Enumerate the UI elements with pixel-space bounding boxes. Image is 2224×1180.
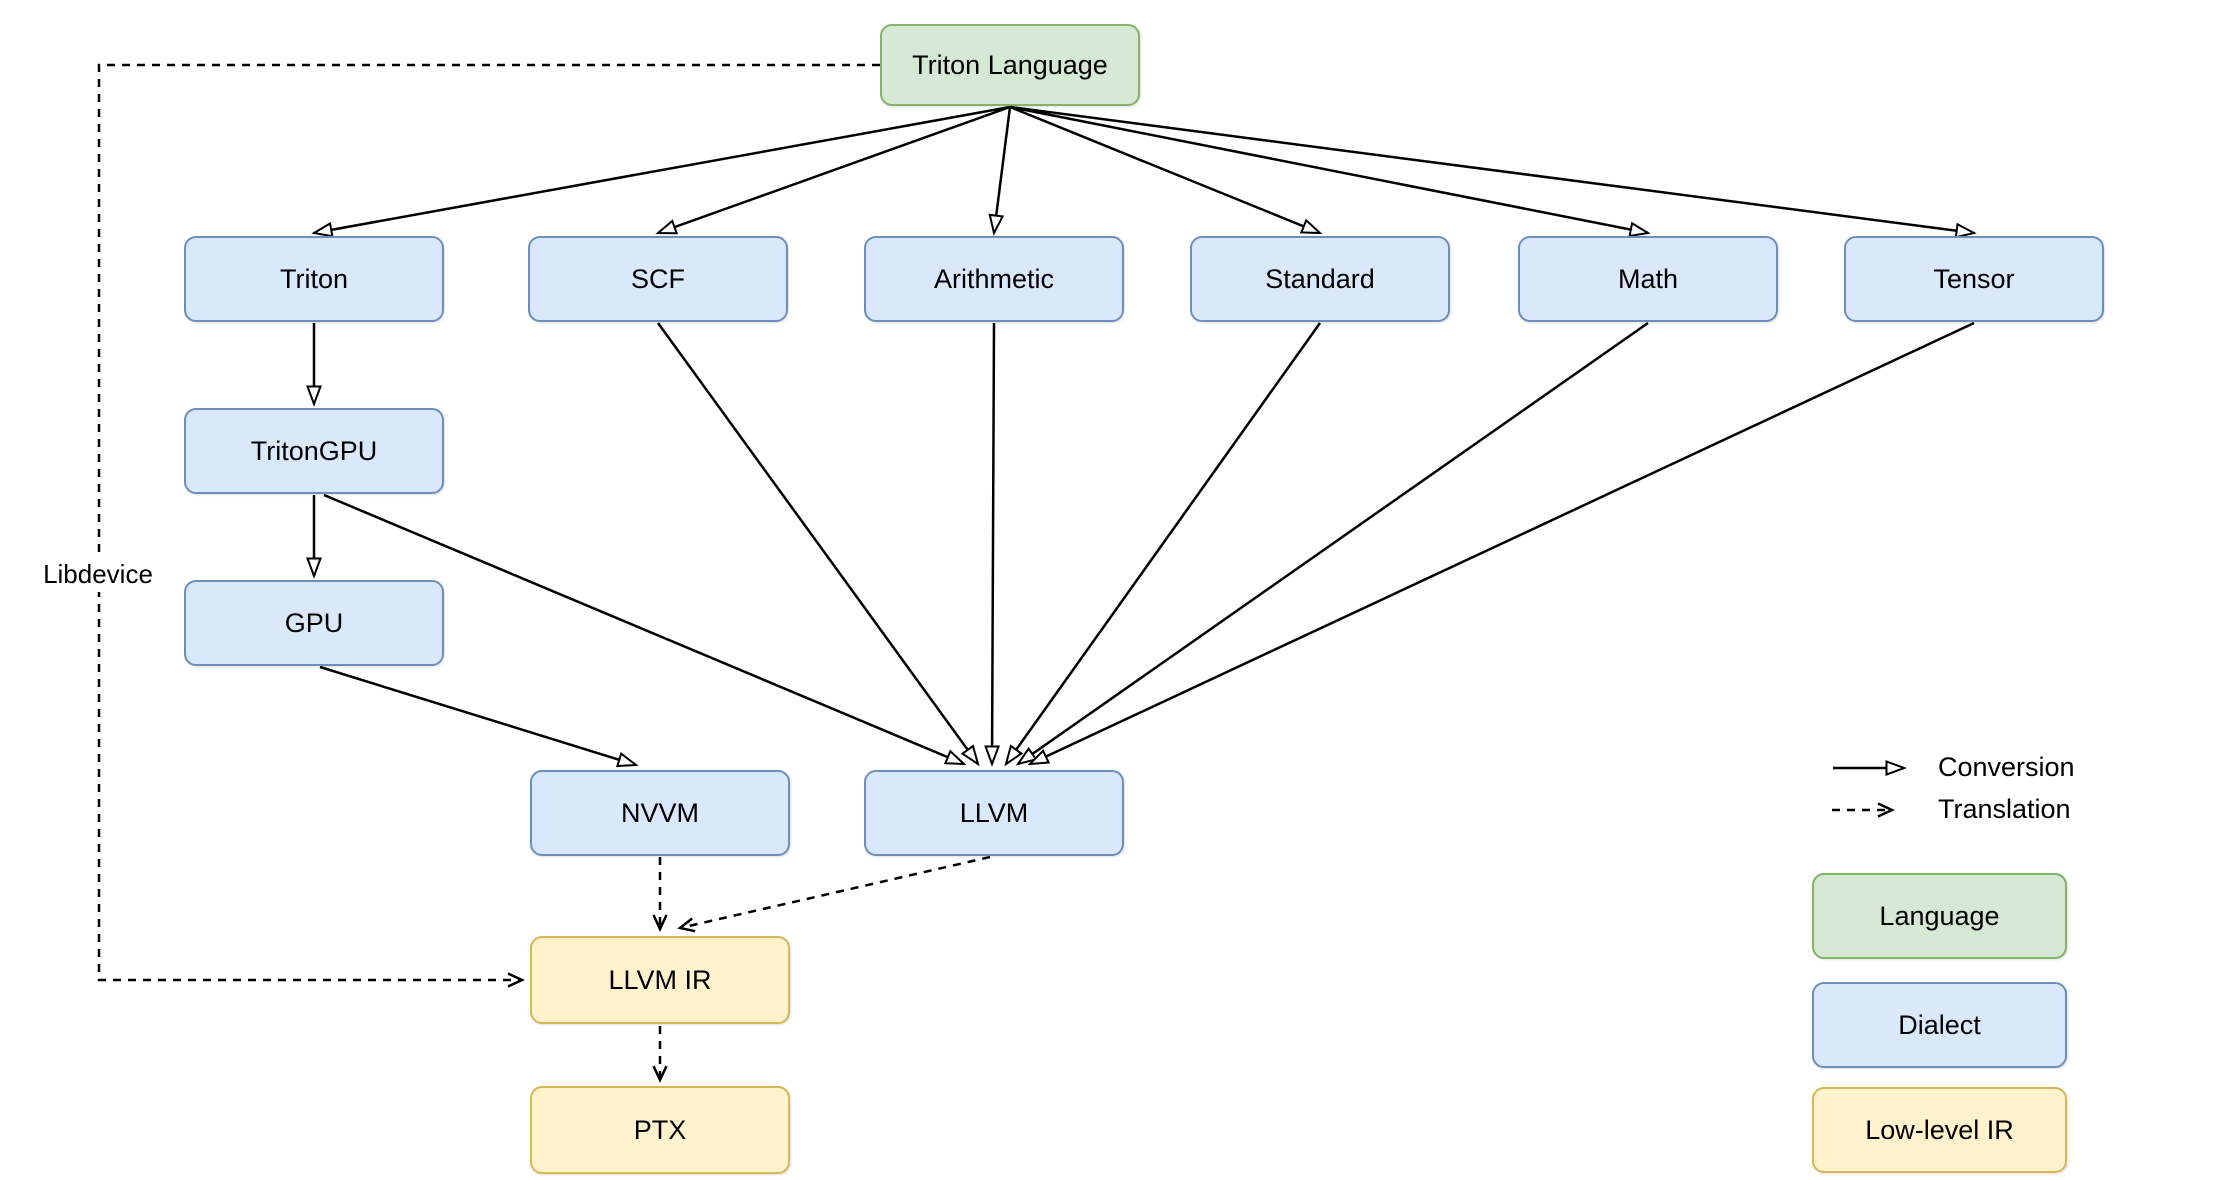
legend-conversion-label: Conversion [1938,752,2075,782]
edge-tritongpu-to-llvm [323,493,967,766]
legend-translation-label: Translation [1938,794,2071,824]
node-tritongpu: TritonGPU [184,408,444,494]
node-llvm: LLVM [864,770,1124,856]
node-label: SCF [631,263,685,294]
node-label: Tensor [1933,263,2015,294]
edge-tritonlanguage-to-arithmetic [988,106,1012,236]
node-label: PTX [633,1114,687,1145]
node-gpu: GPU [184,580,444,666]
edge-tritonlanguage-to-scf [655,105,1011,235]
legend-item-label: Dialect [1898,1009,1981,1040]
edge-scf-to-llvm [656,322,980,767]
edge-llvm-to-llvmir [677,855,991,933]
node-scf: SCF [528,236,788,322]
node-label: NVVM [620,797,699,828]
edge-tritonlanguage-to-math [1009,105,1651,238]
legend-item-label: Low-level IR [1865,1114,2014,1145]
node-label: Standard [1265,263,1375,294]
node-standard: Standard [1190,236,1450,322]
node-triton-language: Triton Language [880,24,1140,106]
edge-tritonlanguage-to-standard [1009,105,1323,235]
libdevice-edge-label: Libdevice [28,557,168,592]
legend-item-low-level-ir: Low-level IR [1812,1087,2067,1173]
node-arithmetic: Arithmetic [864,236,1124,322]
node-nvvm: NVVM [530,770,790,856]
edge-arithmetic-to-llvm [984,322,1001,767]
node-label: LLVM [959,797,1029,828]
edge-standard-to-llvm [1004,322,1322,767]
legend-item-language: Language [1812,873,2067,959]
edge-tritonlanguage-to-tensor [1009,105,1977,239]
node-label: Arithmetic [933,263,1055,294]
legend-item-dialect: Dialect [1812,982,2067,1068]
edge-tritonlanguage-to-llvmir-libdevice [97,63,880,988]
node-llvm-ir: LLVM IR [530,936,790,1024]
node-label: Triton Language [912,49,1108,80]
node-math: Math [1518,236,1778,322]
edge-tritonlanguage-to-triton [311,105,1011,238]
edge-math-to-llvm [1015,321,1649,766]
legend-item-label: Language [1879,900,2000,931]
node-label: TritonGPU [250,435,378,466]
node-label: LLVM IR [608,964,712,995]
node-label: GPU [284,607,344,638]
node-label: Triton [279,263,348,294]
node-ptx: PTX [530,1086,790,1174]
node-tensor: Tensor [1844,236,2104,322]
edge-gpu-to-nvvm [319,665,639,768]
node-triton: Triton [184,236,444,322]
node-label: Math [1617,263,1679,294]
edge-tensor-to-llvm [1027,321,1975,766]
